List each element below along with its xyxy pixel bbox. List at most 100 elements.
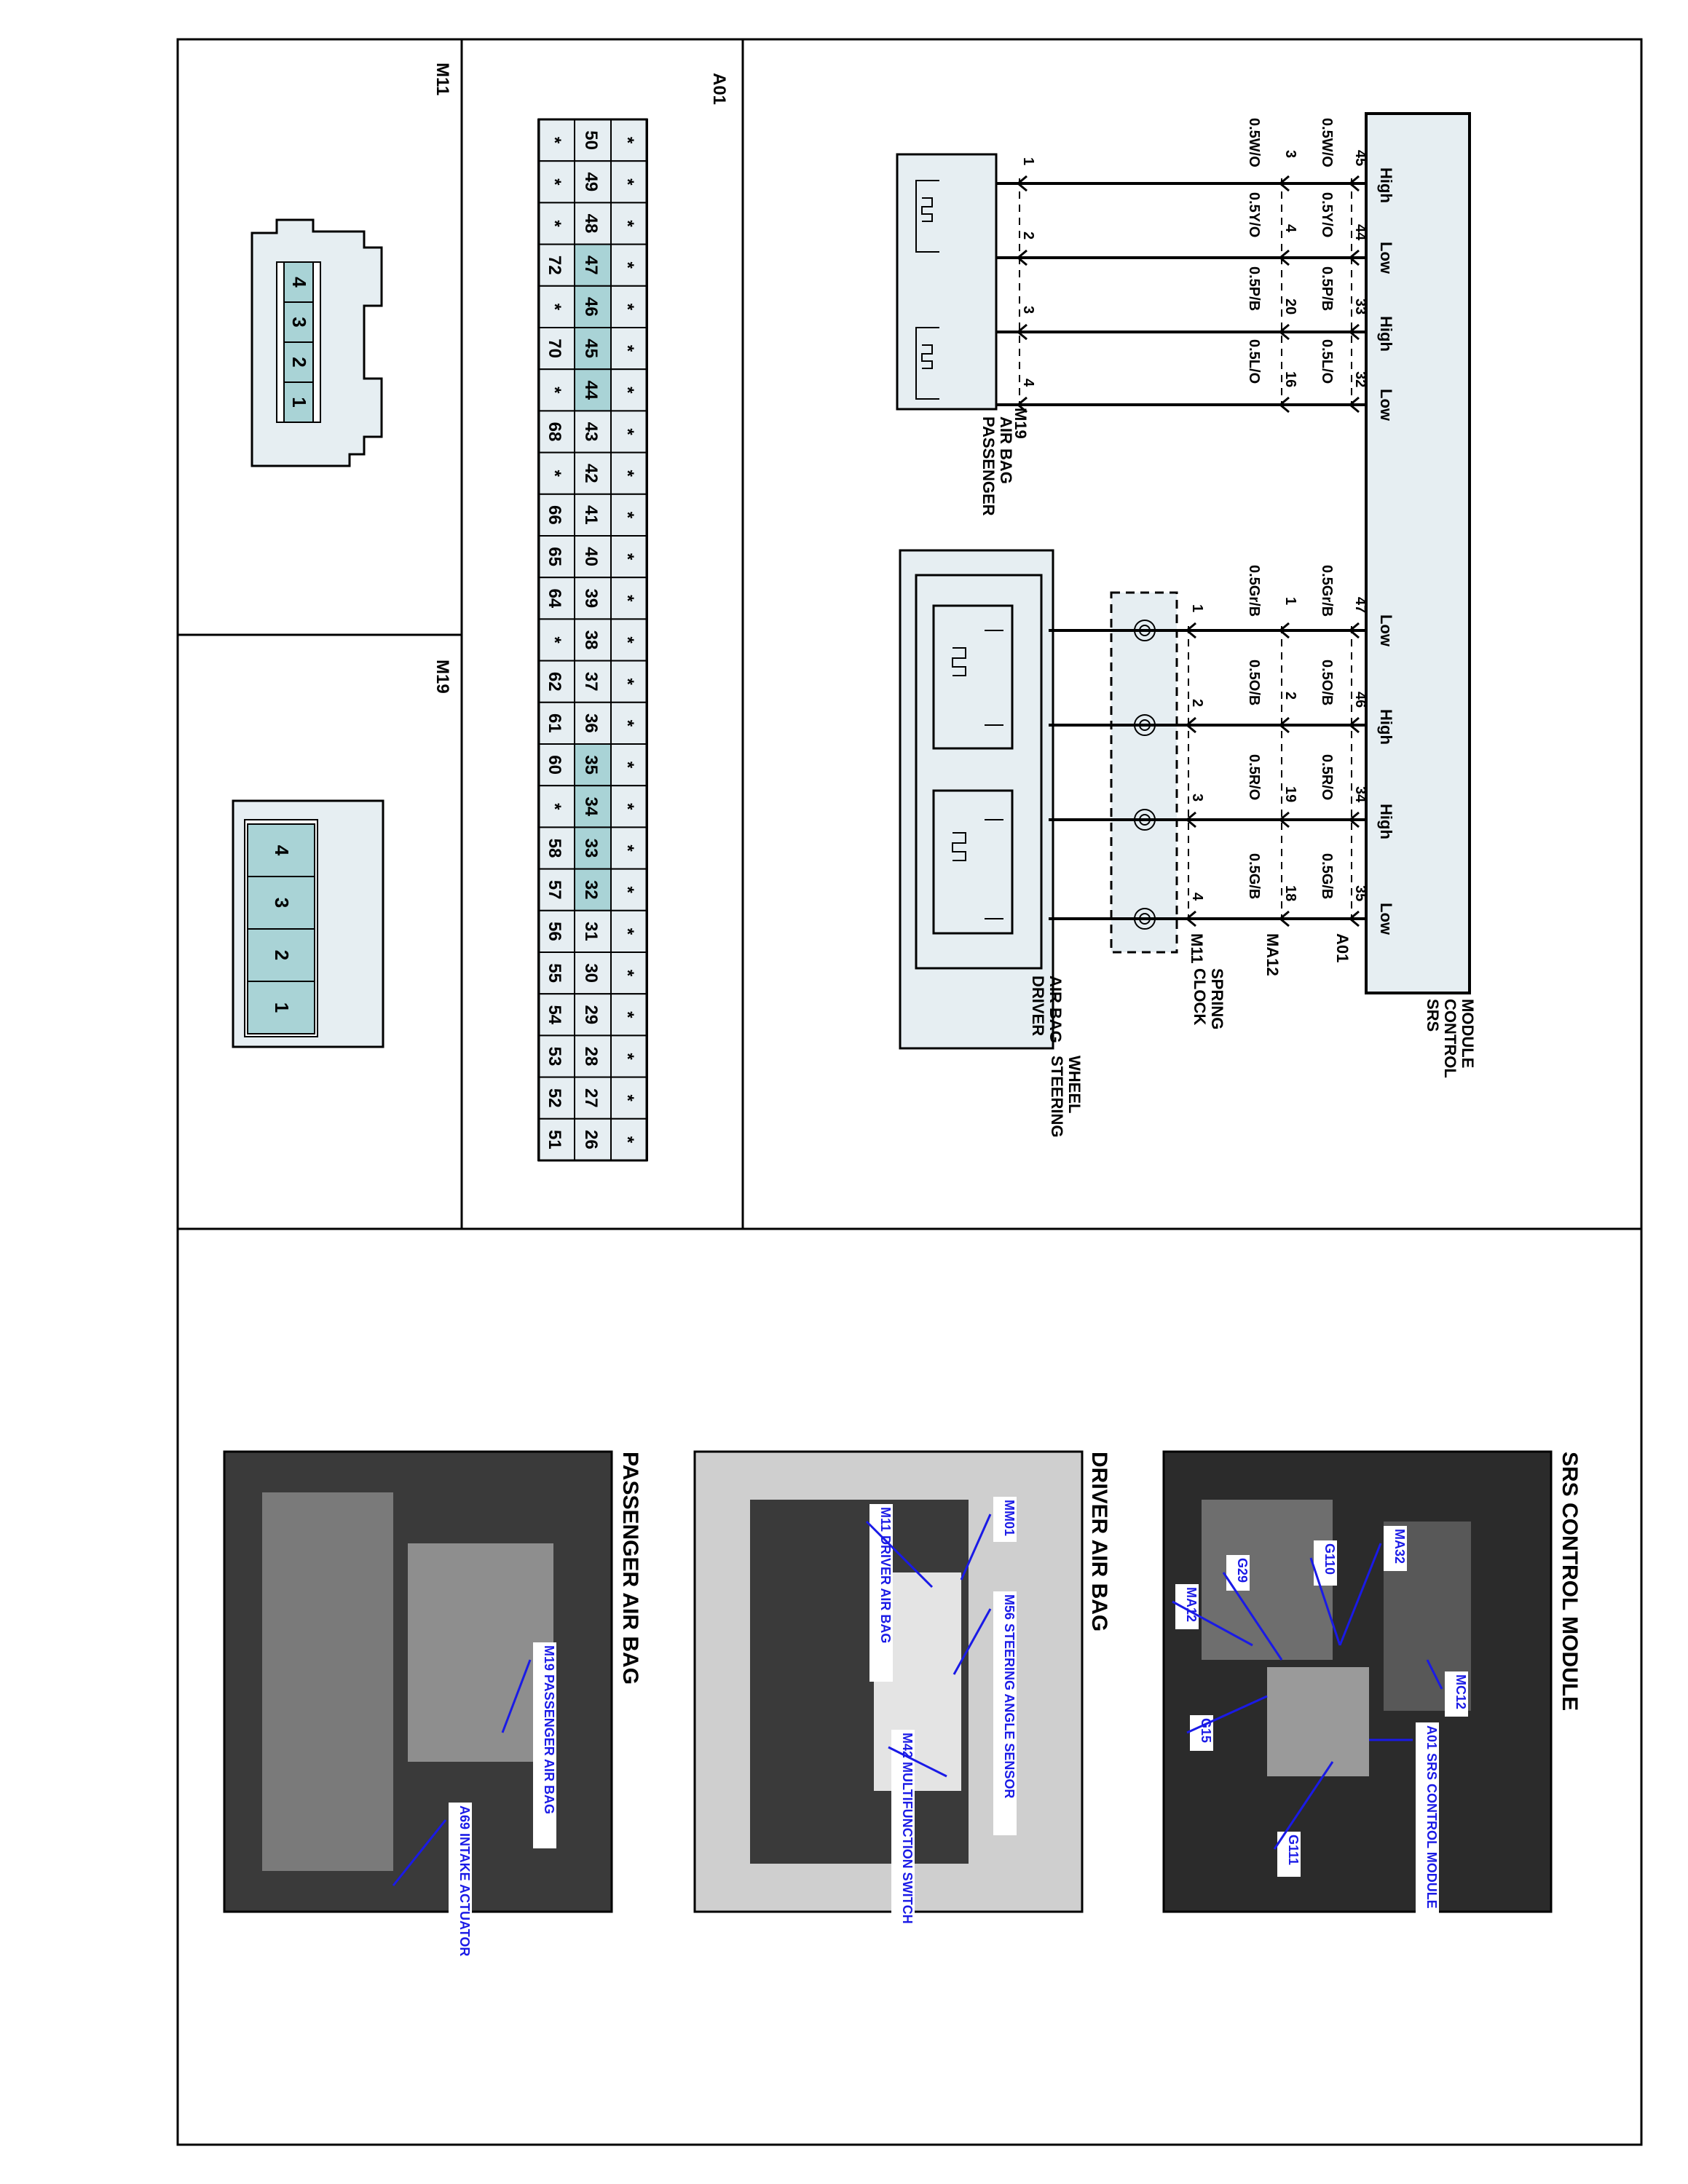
passenger-signal-label: Low xyxy=(1377,242,1395,274)
a01-pin-label: 54 xyxy=(545,1005,564,1024)
wires xyxy=(985,175,1366,930)
a01-pin-label: 36 xyxy=(581,713,601,733)
a01-cell xyxy=(537,785,575,828)
clock-spring-coil xyxy=(1134,714,1156,736)
a01-pin-label: 26 xyxy=(581,1130,601,1150)
connector-chevron xyxy=(1348,175,1360,192)
photo-callout-label: G110 xyxy=(1322,1543,1337,1575)
clock-spring-coil xyxy=(1139,814,1151,826)
photo-callout-label: MA32 xyxy=(1392,1529,1407,1564)
m19-pin-label: 3 xyxy=(271,898,293,908)
driver-wire-color-a: 0.5Gr/B xyxy=(1319,565,1335,617)
svg-text:WHEEL: WHEEL xyxy=(1065,1056,1084,1113)
a01-pin-label: * xyxy=(618,970,637,977)
passenger-airbag-box xyxy=(896,153,998,411)
passenger-inline-pin: 3 xyxy=(1282,150,1298,158)
m19-connector-label: M19 xyxy=(1011,408,1030,439)
a01-outline xyxy=(537,118,648,1162)
a01-pin-label: 57 xyxy=(545,880,564,900)
a01-cell xyxy=(574,1076,612,1120)
driver-module-pin: 46 xyxy=(1352,692,1368,708)
m11-title: M11 xyxy=(433,63,452,95)
a01-cell xyxy=(537,1117,575,1162)
a01-pin-label: 30 xyxy=(581,963,601,983)
a01-pin-label: * xyxy=(618,262,637,269)
svg-text:PASSENGER: PASSENGER xyxy=(979,416,998,516)
a01-pin-label: 42 xyxy=(581,464,601,483)
callout-box xyxy=(891,1730,915,1964)
m19-pin xyxy=(247,981,315,1034)
driver-inline-pin: 1 xyxy=(1282,597,1298,605)
connector-chevron xyxy=(1185,716,1196,734)
a01-pin-label: * xyxy=(618,304,637,311)
m11-pin xyxy=(283,301,314,343)
a01-pin-label: 35 xyxy=(581,755,601,775)
a01-cell xyxy=(610,368,648,412)
callout-box xyxy=(1416,1722,1439,1938)
passenger-wire-color-b: 0.5L/O xyxy=(1246,339,1262,384)
a01-pin-label: * xyxy=(618,220,637,227)
passenger-inline-pin: 4 xyxy=(1282,224,1298,233)
photo-callout-label: M19 PASSENGER AIR BAG xyxy=(542,1645,556,1814)
a01-cell xyxy=(574,868,612,911)
ma12-connector-label: MA12 xyxy=(1263,933,1282,976)
a01-cell xyxy=(574,451,612,495)
clock-spring-coil xyxy=(1139,625,1151,636)
driver-airbag-label: DRIVER AIR BAG xyxy=(1029,976,1065,1043)
a01-title: A01 xyxy=(709,73,729,105)
svg-text:MODULE: MODULE xyxy=(1459,999,1477,1068)
connector-chevron xyxy=(1016,249,1028,266)
a01-pin-label: 47 xyxy=(581,256,601,275)
driver-signal-label: High xyxy=(1377,709,1395,745)
driver-wire-color-a: 0.5R/O xyxy=(1319,754,1335,800)
a01-pin-label: * xyxy=(545,137,564,144)
passenger-device-pin: 3 xyxy=(1020,306,1036,314)
callout-box xyxy=(1384,1526,1407,1571)
a01-cell xyxy=(610,160,648,204)
svg-text:SPRING: SPRING xyxy=(1208,968,1226,1029)
driver-inline-pin: 19 xyxy=(1282,786,1298,802)
a01-cell xyxy=(537,951,575,995)
driver-inline-pin: 18 xyxy=(1282,885,1298,901)
connector-chevron xyxy=(1278,811,1290,828)
a01-pin-label: * xyxy=(545,636,564,644)
passenger-module-pin: 44 xyxy=(1352,224,1368,241)
photo-srs-title: SRS CONTROL MODULE xyxy=(1558,1452,1582,1711)
a01-cell xyxy=(574,993,612,1037)
connector-chevron xyxy=(1348,811,1360,828)
srs-control-module-box xyxy=(1365,112,1471,994)
callout-arrow xyxy=(1309,1557,1341,1646)
m11-pin xyxy=(283,341,314,383)
clock-spring-coil xyxy=(1134,620,1156,641)
connector-chevron xyxy=(1348,716,1360,734)
a01-cell xyxy=(537,660,575,703)
passenger-inline-pin: 16 xyxy=(1282,371,1298,387)
a01-pin-label: 28 xyxy=(581,1047,601,1067)
a01-pin-label: * xyxy=(618,1011,637,1018)
connector-dashed-lines xyxy=(1019,178,1352,917)
callout-box xyxy=(449,1803,472,1990)
passenger-wire-color-a: 0.5Y/O xyxy=(1319,192,1335,237)
a01-cell xyxy=(574,368,612,412)
clock-spring-coil xyxy=(1134,908,1156,930)
a01-pin-label: 64 xyxy=(545,588,564,608)
a01-pin-label: 44 xyxy=(581,380,601,400)
photo-callout-label: M42 MULTIFUNCTION SWITCH xyxy=(900,1733,915,1924)
passenger-signal-label: High xyxy=(1377,167,1395,203)
connector-a01-table: A01 *************************50494847464… xyxy=(537,73,729,1162)
photo-callout-label: A01 SRS CONTROL MODULE xyxy=(1424,1725,1439,1909)
callout-box xyxy=(993,1591,1017,1835)
a01-pin-label: 37 xyxy=(581,672,601,692)
srs-module-title: SRS CONTROL MODULE xyxy=(1424,999,1477,1078)
a01-pin-label: 51 xyxy=(545,1130,564,1150)
a01-pin-label: * xyxy=(618,1053,637,1060)
driver-module-pin: 47 xyxy=(1352,597,1368,613)
m19-pin xyxy=(247,928,315,982)
passenger-squib-symbols xyxy=(915,180,939,400)
svg-text:SRS: SRS xyxy=(1424,999,1442,1032)
callout-arrow xyxy=(1172,1600,1253,1647)
a01-pin-label: 43 xyxy=(581,422,601,442)
